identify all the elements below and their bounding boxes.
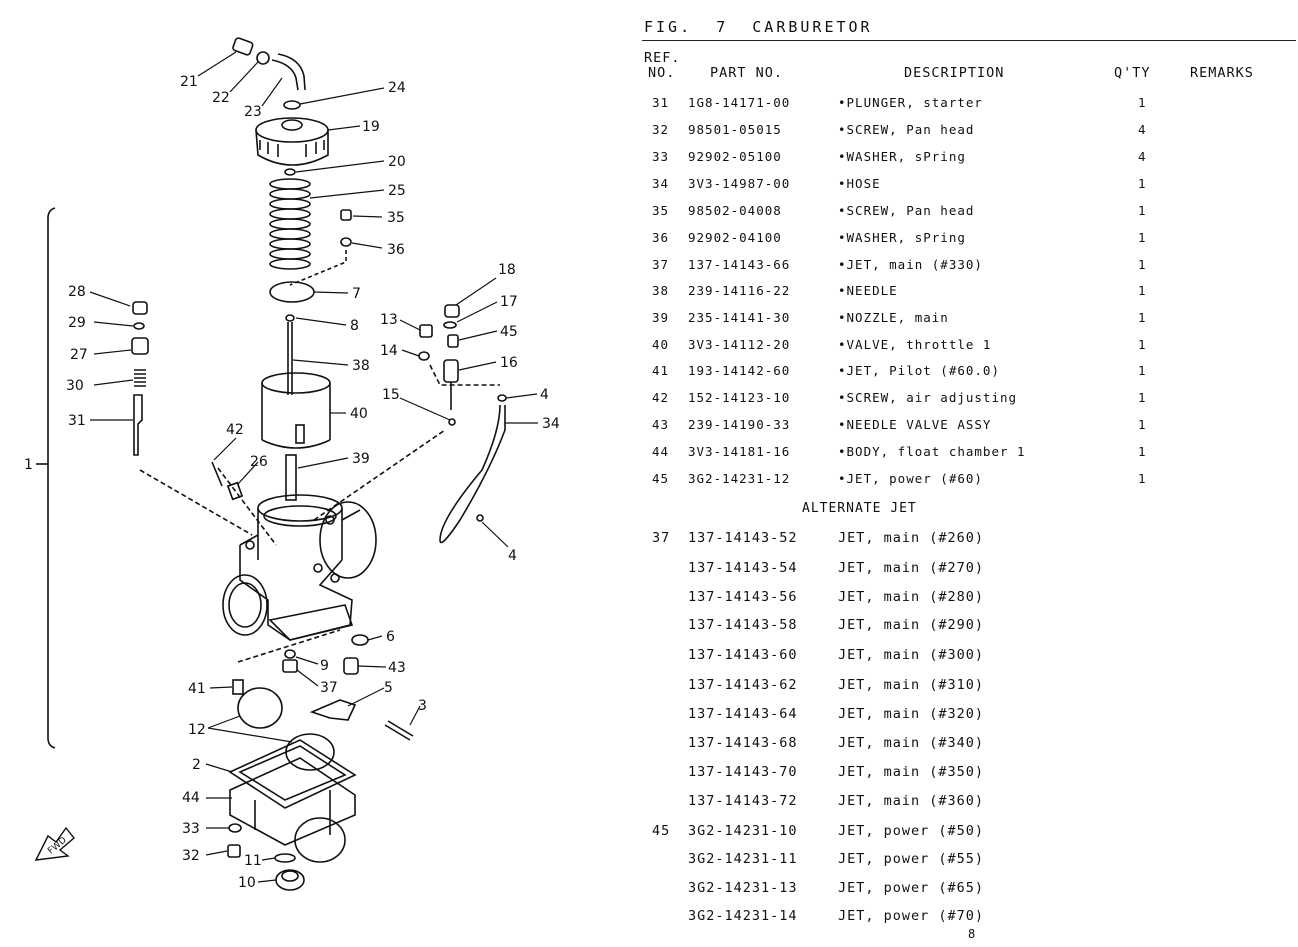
col-header-ref-no: NO. xyxy=(648,65,676,81)
callout: 20 xyxy=(388,154,406,170)
callout: 35 xyxy=(387,210,405,226)
callout: 12 xyxy=(188,722,206,738)
col-header-description: DESCRIPTION xyxy=(904,65,1005,81)
callout: 16 xyxy=(500,355,518,371)
callout: 31 xyxy=(68,413,86,429)
callout: 40 xyxy=(350,406,368,422)
callout: 25 xyxy=(388,183,406,199)
callout: 11 xyxy=(244,853,262,869)
part-throttle-valve xyxy=(261,372,331,449)
callout: 24 xyxy=(388,80,406,96)
callout: 22 xyxy=(212,90,230,106)
callout: 44 xyxy=(182,790,200,806)
figure-title: FIG. 7 CARBURETOR xyxy=(644,18,873,36)
col-header-part-no: PART NO. xyxy=(710,65,784,81)
callout: 14 xyxy=(380,343,398,359)
callout: 19 xyxy=(362,119,380,135)
part-fuel-fitting xyxy=(232,37,306,91)
callout: 38 xyxy=(352,358,370,374)
callout: 37 xyxy=(320,680,338,696)
callout: 21 xyxy=(180,74,198,90)
part-top-cap xyxy=(255,117,329,166)
callout: 13 xyxy=(380,312,398,328)
callout: 1 xyxy=(24,457,33,473)
callout: 28 xyxy=(68,284,86,300)
callout: 7 xyxy=(352,286,361,302)
callout: 26 xyxy=(250,454,268,470)
callout: 23 xyxy=(244,104,262,120)
callout: 36 xyxy=(387,242,405,258)
col-header-ref: REF. xyxy=(644,50,681,66)
part-hose xyxy=(439,394,507,544)
callout: 39 xyxy=(352,451,370,467)
callout: 32 xyxy=(182,848,200,864)
callout: 6 xyxy=(386,629,395,645)
callout: 17 xyxy=(500,294,518,310)
carburetor-exploded-diagram: FWD 21 22 23 24 19 20 25 35 36 7 8 38 40… xyxy=(24,37,560,891)
callout: 3 xyxy=(418,698,427,714)
alternate-jet-title: ALTERNATE JET xyxy=(802,501,917,516)
part-carburetor-body xyxy=(222,494,377,641)
callout: 27 xyxy=(70,347,88,363)
callout: 45 xyxy=(500,324,518,340)
assembly-bracket xyxy=(47,207,56,749)
callout: 9 xyxy=(320,658,329,674)
callout: 8 xyxy=(350,318,359,334)
callout: 4 xyxy=(508,548,517,564)
callout: 4 xyxy=(540,387,549,403)
callout: 34 xyxy=(542,416,560,432)
part-float-chamber xyxy=(228,739,357,863)
callout: 29 xyxy=(68,315,86,331)
col-header-remarks: REMARKS xyxy=(1190,65,1254,81)
callout: 15 xyxy=(382,387,400,403)
callout: 18 xyxy=(498,262,516,278)
callout: 30 xyxy=(66,378,84,394)
callout: 42 xyxy=(226,422,244,438)
fwd-arrow-icon: FWD xyxy=(34,826,75,861)
callout: 33 xyxy=(182,821,200,837)
part-spring xyxy=(269,178,311,270)
callout: 10 xyxy=(238,875,256,891)
callout: 41 xyxy=(188,681,206,697)
callout: 2 xyxy=(192,757,201,773)
page-number: 8 xyxy=(968,927,976,941)
callout: 43 xyxy=(388,660,406,676)
callout: 5 xyxy=(384,680,393,696)
parts-catalog: FIG. 7 CARBURETOR REF. NO. PART NO. DESC… xyxy=(642,0,1298,947)
col-header-qty: Q'TY xyxy=(1114,65,1151,81)
header-rule xyxy=(642,40,1296,41)
